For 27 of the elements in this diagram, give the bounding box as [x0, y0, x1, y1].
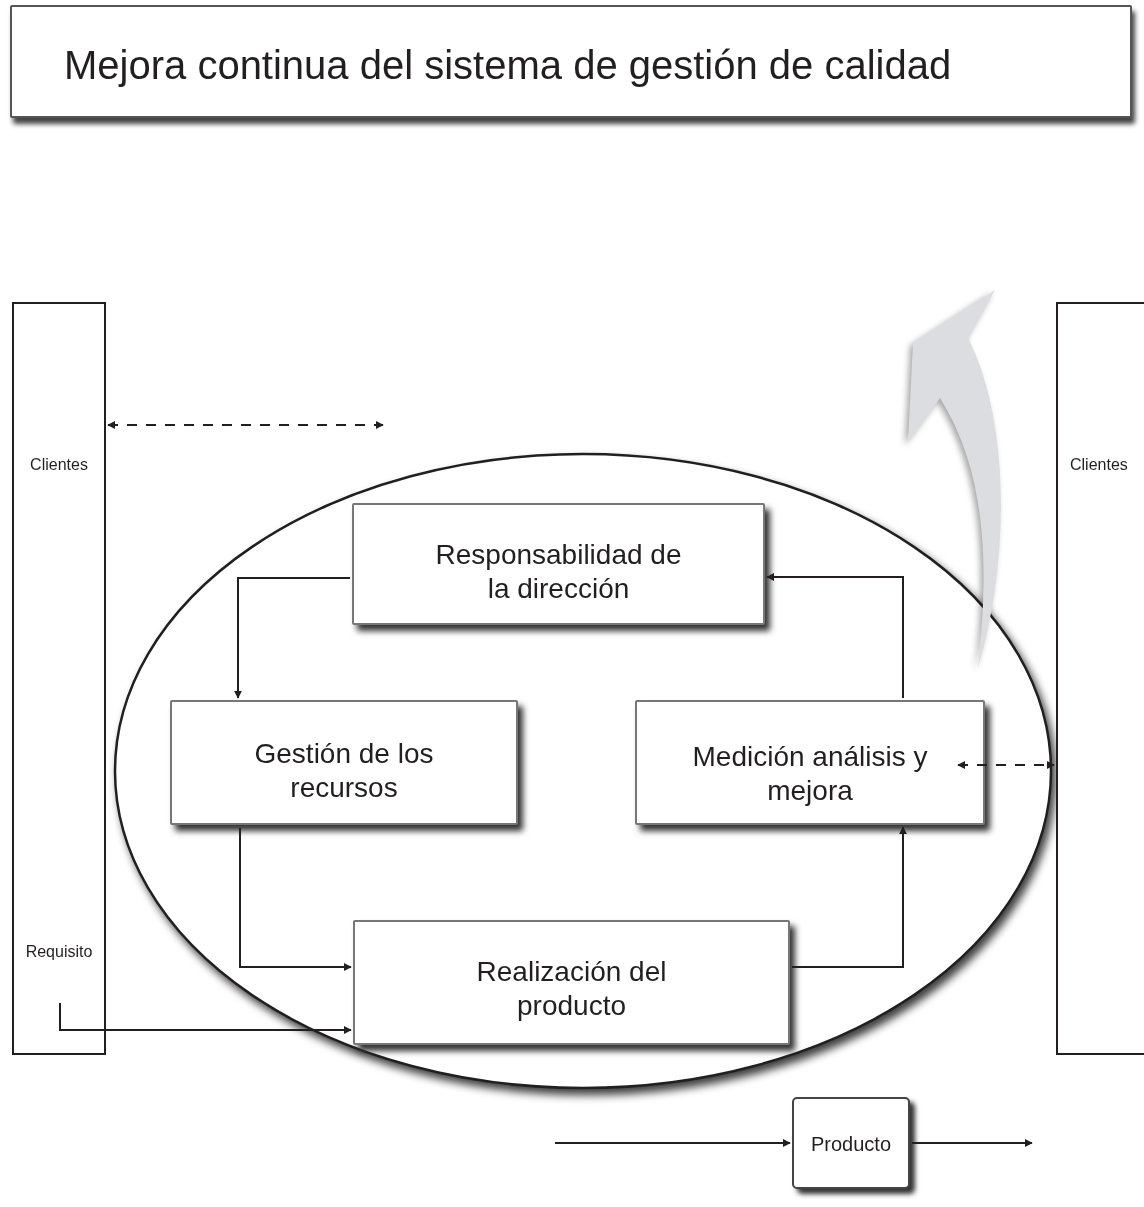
process-box: [352, 503, 765, 625]
node-label: Producto: [809, 1132, 893, 1156]
customer-column: [12, 302, 106, 1055]
node-label: Realización del producto: [475, 955, 668, 1023]
arrow: [911, 1139, 1033, 1147]
node-label: Responsabilidad de la dirección: [434, 538, 683, 606]
arrow: [554, 1139, 791, 1147]
arrow: [107, 421, 384, 429]
arrow: [239, 827, 352, 971]
customer-column: [1056, 302, 1144, 1055]
side-label: Clientes: [29, 455, 89, 475]
arrow: [791, 826, 907, 968]
side-label: Requisito: [24, 942, 94, 962]
product-box: [792, 1097, 910, 1189]
process-box: [170, 700, 518, 825]
process-box: [353, 920, 790, 1045]
title-box: [10, 5, 1132, 118]
arrow: [766, 573, 904, 699]
node-label: Medición análisis y mejora: [691, 740, 929, 808]
process-box: [635, 700, 985, 825]
node-label: Mejora continua del sistema de gestión de calidad: [64, 42, 952, 89]
arrow: [957, 761, 1055, 769]
node-label: Gestión de los recursos: [253, 737, 435, 805]
arrow: [59, 1002, 352, 1034]
arrow: [234, 577, 351, 699]
side-label: Clientes: [1070, 455, 1128, 475]
system-ellipse: [113, 452, 1053, 1090]
